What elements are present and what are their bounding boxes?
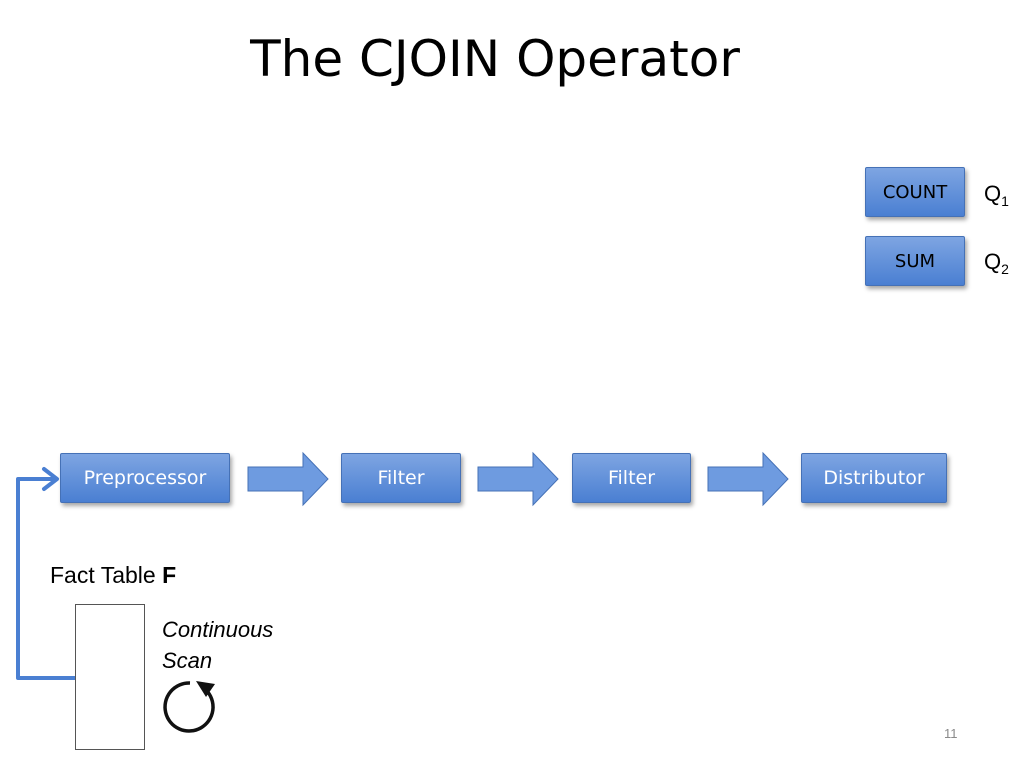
distributor-label: Distributor — [823, 467, 925, 489]
filter-2-label: Filter — [607, 467, 656, 489]
sum-box: SUM — [865, 236, 965, 286]
fact-table-rect — [75, 604, 145, 750]
count-label: COUNT — [882, 181, 948, 203]
preprocessor-label: Preprocessor — [83, 467, 207, 489]
fact-table-label: Fact Table F — [50, 562, 176, 589]
scan-line-1: Continuous — [162, 617, 274, 642]
query-2-label: Q2 — [984, 249, 1009, 277]
fact-table-name: F — [162, 562, 177, 588]
distributor-box: Distributor — [801, 453, 947, 503]
arrow-filter-to-distributor — [707, 451, 789, 507]
continuous-scan-icon — [163, 681, 215, 733]
count-box: COUNT — [865, 167, 965, 217]
preprocessor-box: Preprocessor — [60, 453, 230, 503]
fact-table-feed-line — [16, 477, 75, 680]
slide-title: The CJOIN Operator — [250, 30, 740, 88]
query-1-label: Q1 — [984, 181, 1009, 209]
query-1-letter: Q — [984, 181, 1002, 206]
arrow-preprocessor-to-filter — [247, 451, 329, 507]
query-2-subscript: 2 — [1001, 261, 1009, 277]
filter-box-1: Filter — [341, 453, 461, 503]
filter-1-label: Filter — [377, 467, 425, 489]
query-2-letter: Q — [984, 249, 1002, 274]
fact-table-prefix: Fact Table — [50, 562, 163, 588]
query-1-subscript: 1 — [1001, 193, 1009, 209]
filter-box-2: Filter — [572, 453, 691, 503]
sum-label: SUM — [894, 250, 936, 272]
feed-arrowhead — [42, 467, 59, 491]
continuous-scan-text: Continuous Scan — [162, 614, 273, 676]
slide-number: 11 — [944, 726, 958, 741]
arrow-filter-to-filter — [477, 451, 559, 507]
scan-line-2: Scan — [162, 648, 213, 673]
